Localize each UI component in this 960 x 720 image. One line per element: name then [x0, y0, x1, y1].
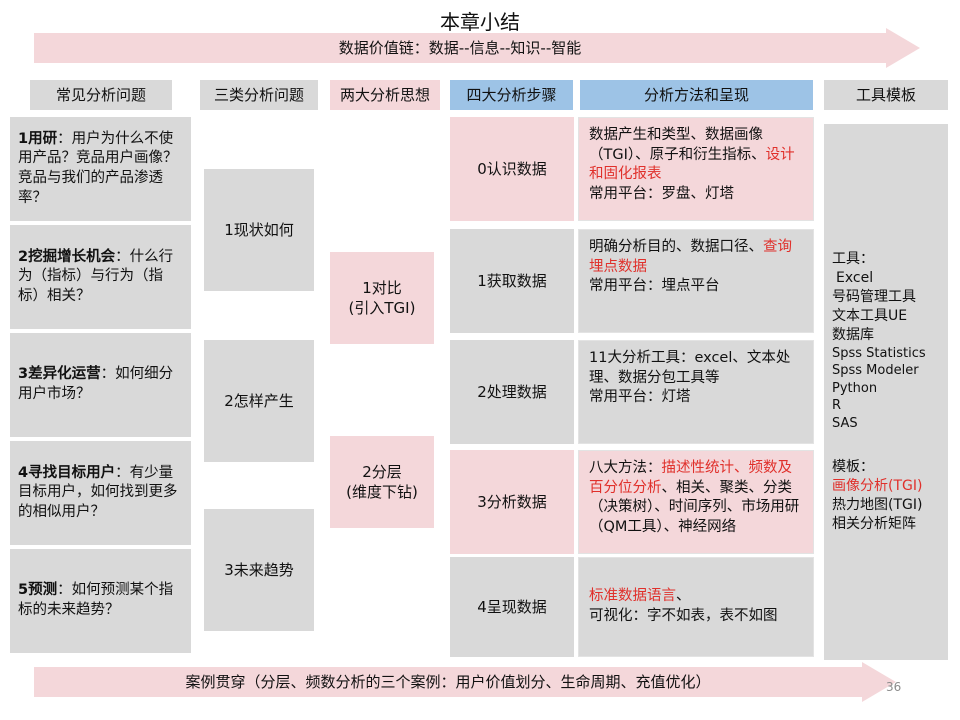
question-title: 2挖掘增长机会 [18, 248, 116, 265]
question-text: ：如何细分用户市场？ [18, 366, 174, 402]
value-chain-label: 数据价值链：数据--信息--知识--智能 [338, 39, 582, 57]
value-chain-arrow: 数据价值链：数据--信息--知识--智能 [34, 28, 920, 68]
header-steps: 四大分析步骤 [450, 80, 573, 110]
case-label: 案例贯穿（分层、频数分析的三个案例：用户价值划分、生命周期、充值优化） [185, 673, 711, 691]
method-text: 11大分析工具：excel、文本处理、数据分包工具等 [589, 350, 791, 386]
tools-label: 工具： [832, 251, 874, 268]
step-box: 3分析数据 [450, 450, 574, 554]
method-platform: 可视化：字不如表，表不如图 [589, 608, 778, 624]
method-highlight: 描述性统计、频数及百分位分析 [589, 460, 792, 496]
method-box: 八大方法：描述性统计、频数及百分位分析、相关、聚类、分类（决策树）、时间序列、市… [578, 450, 814, 554]
arrow-head [886, 28, 920, 68]
question-box: 3差异化运营：如何细分用户市场？ [10, 333, 191, 437]
method-text: 明确分析目的、数据口径、 [589, 239, 763, 255]
method-text-cont: 、相关、聚类、分类（决策树）、时间序列、市场用研（QM工具）、神经网络 [589, 479, 800, 535]
question-title: 1用研 [18, 130, 58, 147]
question-text: ：用户为什么不使用产品？竞品用户画像？竞品与我们的产品渗透率？ [18, 130, 178, 206]
arrow-head [862, 662, 896, 702]
tools-box: 工具： Excel 号码管理工具 文本工具UE 数据库 Spss Statist… [824, 124, 948, 660]
question-box: 1用研：用户为什么不使用产品？竞品用户画像？竞品与我们的产品渗透率？ [10, 117, 191, 221]
method-box: 11大分析工具：excel、文本处理、数据分包工具等 常用平台：灯塔 [578, 340, 814, 444]
question-text: ：如何预测某个指标的未来趋势？ [18, 582, 174, 618]
header-thoughts: 两大分析思想 [330, 80, 440, 110]
step-box: 2处理数据 [450, 340, 574, 444]
templates-label: 模板： [832, 459, 874, 476]
tool-item: Python [832, 380, 878, 396]
thought-title: 1对比 [362, 278, 402, 297]
question-title: 5预测 [18, 582, 58, 599]
tool-item: 号码管理工具 [832, 288, 916, 305]
method-highlight: 标准数据语言 [589, 588, 676, 605]
question-title: 3差异化运营 [18, 366, 101, 383]
method-text: 八大方法： [589, 460, 662, 476]
thought-box: 1对比 (引入TGI) [330, 252, 434, 344]
question-box: 2挖掘增长机会：什么行为（指标）与行为（指标）相关？ [10, 225, 191, 329]
method-text-cont: 、 [676, 588, 691, 605]
method-box: 标准数据语言、 可视化：字不如表，表不如图 [578, 557, 814, 657]
step-box: 0认识数据 [450, 117, 574, 221]
header-questions: 常见分析问题 [30, 80, 172, 110]
tool-item: R [832, 398, 842, 414]
thought-box: 2分层 (维度下钻) [330, 436, 434, 528]
type-box: 1现状如何 [204, 169, 314, 291]
tool-item: 文本工具UE [832, 307, 908, 324]
tool-item: SAS [832, 415, 858, 431]
question-box: 5预测：如何预测某个指标的未来趋势？ [10, 549, 191, 653]
thought-subtitle: (维度下钻) [346, 483, 418, 501]
step-box: 4呈现数据 [450, 557, 574, 657]
template-item: 相关分析矩阵 [832, 515, 916, 532]
page-title: 本章小结 [440, 10, 520, 34]
method-box: 数据产生和类型、数据画像（TGI）、原子和衍生指标、设计和固化报表 常用平台：罗… [578, 117, 814, 221]
method-highlight: 查询埋点数据 [589, 239, 792, 275]
tool-item: Spss Modeler [832, 363, 919, 379]
question-text: ：什么行为（指标）与行为（指标）相关？ [18, 248, 174, 304]
header-tools: 工具模板 [824, 80, 948, 110]
tool-item: Excel [836, 270, 874, 287]
page-number: 36 [886, 680, 902, 694]
header-methods: 分析方法和呈现 [580, 80, 813, 110]
type-box: 3未来趋势 [204, 509, 314, 631]
arrow-body [34, 667, 862, 697]
type-box: 2怎样产生 [204, 340, 314, 462]
tool-item: 数据库 [832, 326, 874, 343]
method-box: 明确分析目的、数据口径、查询埋点数据 常用平台：埋点平台 [578, 229, 814, 333]
thought-title: 2分层 [362, 462, 402, 481]
tool-item: Spss Statistics [832, 345, 926, 361]
question-box: 4寻找目标用户：有少量目标用户，如何找到更多的相似用户？ [10, 441, 191, 545]
template-item: 热力地图(TGI) [832, 497, 923, 514]
case-arrow: 案例贯穿（分层、频数分析的三个案例：用户价值划分、生命周期、充值优化） [34, 662, 896, 702]
method-platform: 常用平台：罗盘、灯塔 [589, 185, 734, 202]
header-types: 三类分析问题 [200, 80, 318, 110]
question-text: ：有少量目标用户，如何找到更多的相似用户？ [18, 464, 178, 520]
method-text: 数据产生和类型、数据画像（TGI）、原子和衍生指标、 [589, 127, 766, 163]
thought-subtitle: (引入TGI) [348, 299, 416, 317]
step-box: 1获取数据 [450, 229, 574, 333]
question-title: 4寻找目标用户 [18, 464, 116, 481]
template-item-highlight: 画像分析(TGI) [832, 478, 923, 495]
arrow-body [34, 33, 886, 63]
method-platform: 常用平台：灯塔 [589, 389, 691, 406]
method-highlight: 设计和固化报表 [589, 146, 795, 183]
method-platform: 常用平台：埋点平台 [589, 278, 720, 295]
